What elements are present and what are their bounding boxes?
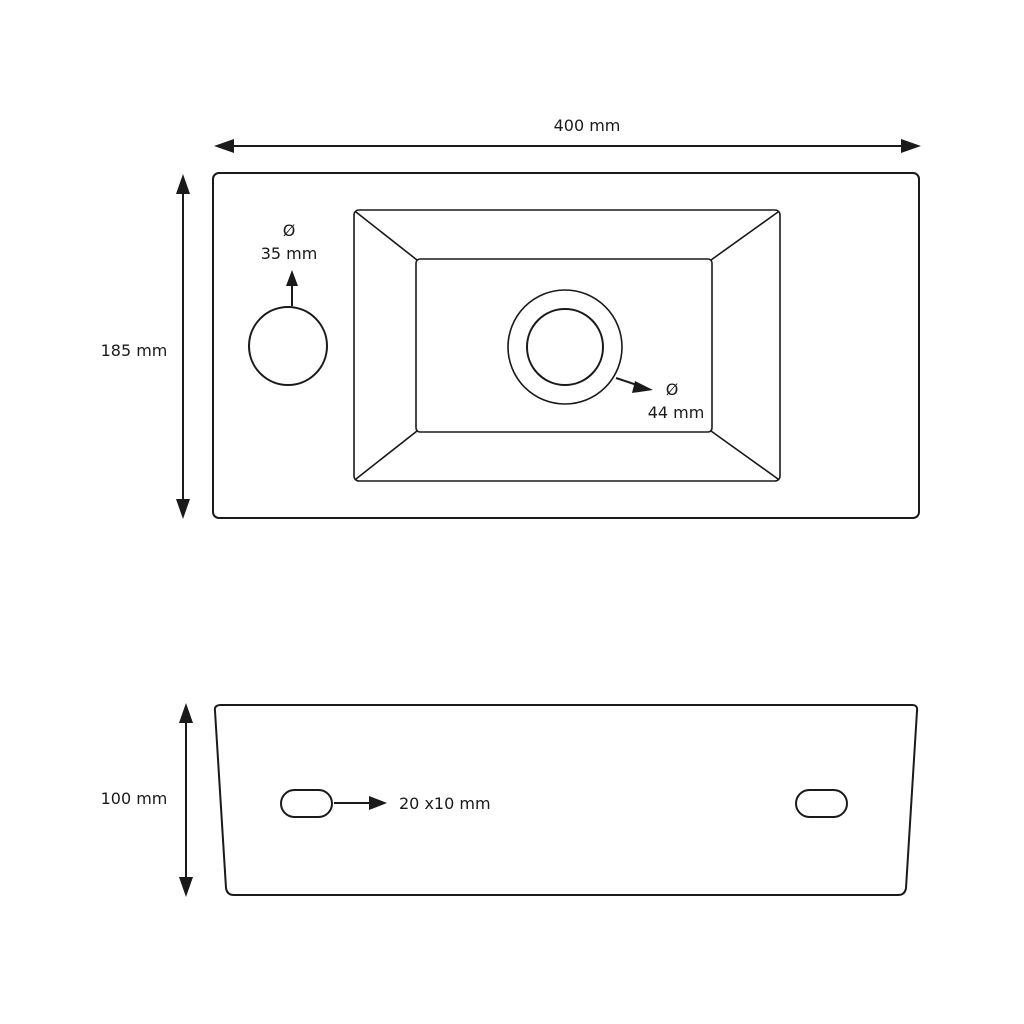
side-view: 100 mm 20 x10 mm: [101, 703, 919, 897]
basin-bottom: [415, 258, 713, 433]
mount-slot-right: [795, 789, 848, 818]
drain-annotation: Ø 44 mm: [615, 377, 705, 422]
top-view: 400 mm 185 mm Ø 35 mm: [101, 116, 921, 519]
drain-diameter-symbol: Ø: [666, 380, 679, 399]
tap-hole: [248, 306, 328, 386]
basin-outer-rim: [353, 209, 781, 482]
width-arrow-left-icon: [214, 139, 234, 153]
height-arrow-up-icon: [179, 703, 193, 723]
width-dimension: 400 mm: [214, 116, 921, 153]
mount-slot-arrow-icon: [369, 796, 387, 810]
drain-hole: [526, 308, 604, 386]
sink-top-outline: [212, 172, 920, 519]
height-dimension: 100 mm: [101, 703, 193, 897]
depth-arrow-up-icon: [176, 174, 190, 194]
tap-hole-diameter-symbol: Ø: [283, 221, 296, 240]
mount-slot-size-label: 20 x10 mm: [399, 794, 491, 813]
drain-size-label: 44 mm: [648, 403, 705, 422]
sink-front-outline: [213, 704, 919, 896]
tap-hole-annotation: Ø 35 mm: [261, 221, 318, 306]
drain-arrow-icon: [632, 381, 653, 393]
tap-hole-size-label: 35 mm: [261, 244, 318, 263]
depth-arrow-down-icon: [176, 499, 190, 519]
mount-slot-annotation: 20 x10 mm: [334, 794, 491, 813]
width-arrow-right-icon: [901, 139, 921, 153]
depth-dimension: 185 mm: [101, 174, 190, 519]
basin-slope-lines: [355, 211, 779, 480]
depth-label: 185 mm: [101, 341, 168, 360]
drain-outer-ring: [507, 289, 623, 405]
width-label: 400 mm: [554, 116, 621, 135]
height-arrow-down-icon: [179, 877, 193, 897]
tap-hole-arrow-icon: [286, 270, 298, 286]
mount-slot-left: [280, 789, 333, 818]
height-label: 100 mm: [101, 789, 168, 808]
